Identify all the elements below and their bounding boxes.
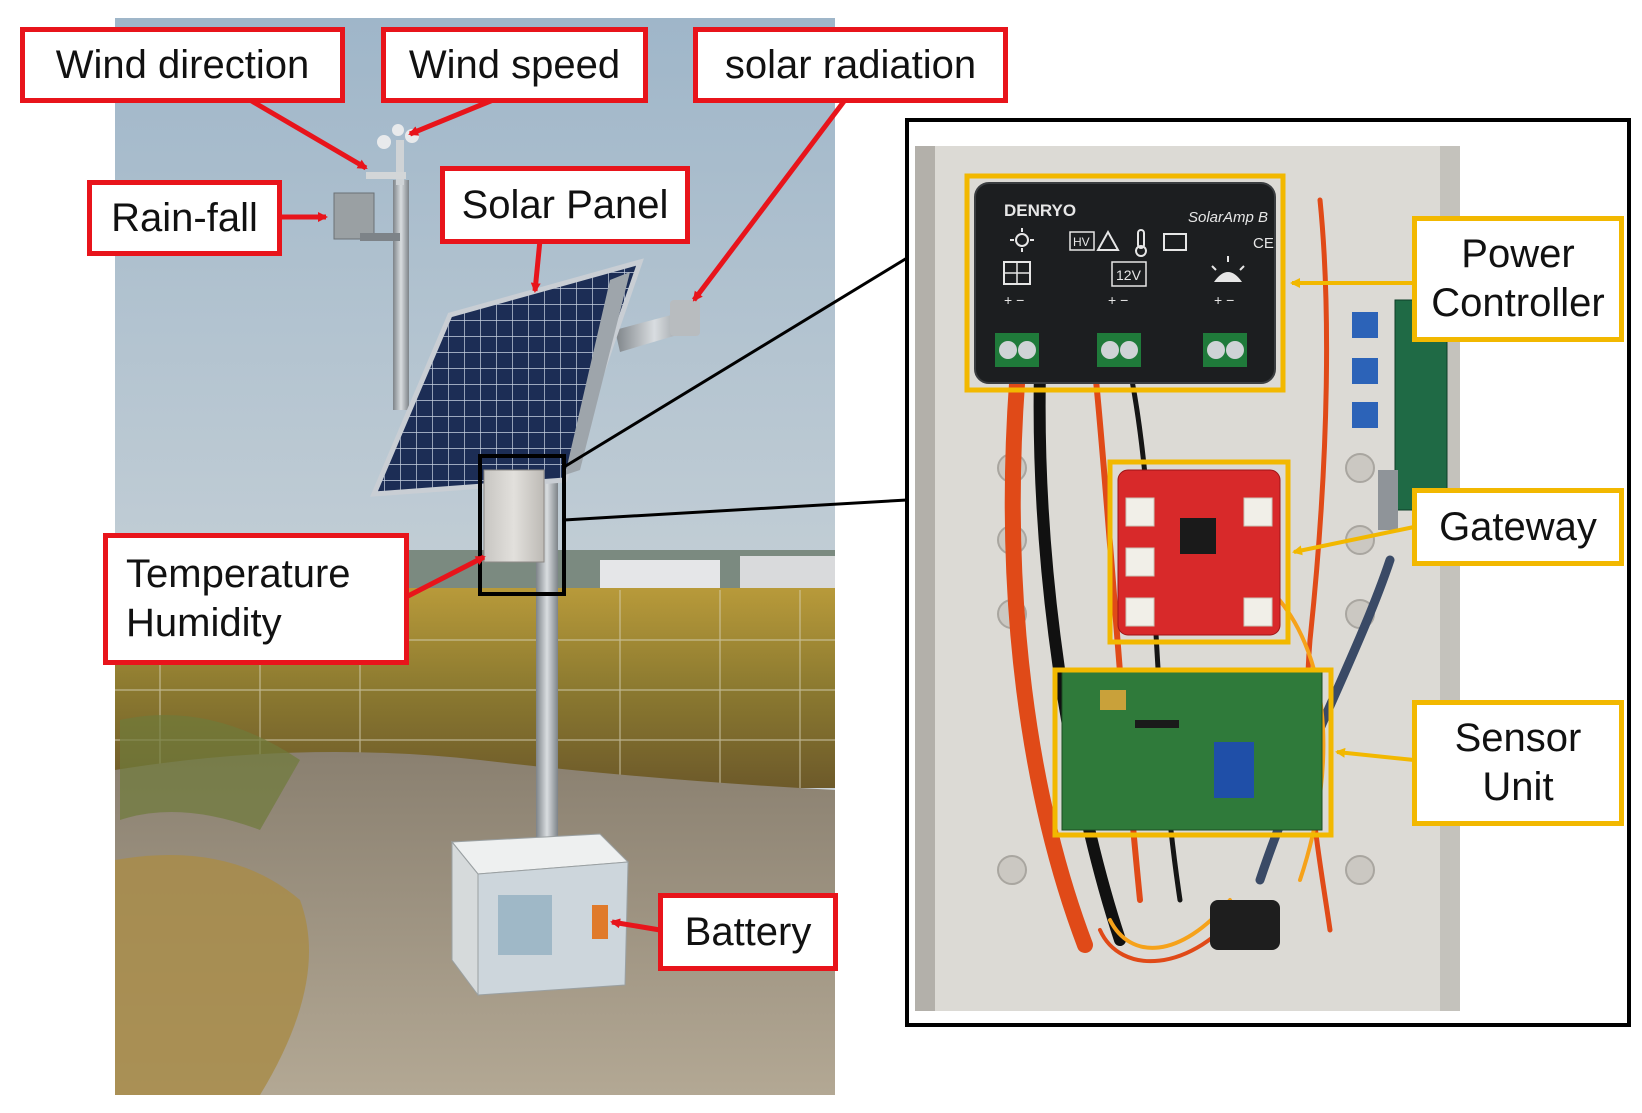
temp-humidity-enclosure bbox=[483, 469, 545, 563]
label-power-controller: Power Controller bbox=[1412, 216, 1624, 342]
main-pole bbox=[536, 470, 558, 850]
controller-voltage: 12V bbox=[1116, 267, 1142, 283]
power-controller-device: + − + − + − bbox=[974, 182, 1276, 384]
arrow-wind-speed bbox=[408, 97, 494, 137]
arrow-gateway bbox=[1292, 525, 1415, 556]
label-temperature-humidity: Temperature Humidity bbox=[103, 533, 409, 665]
cable-gland bbox=[1210, 900, 1280, 950]
zoom-line-bottom bbox=[563, 498, 908, 522]
label-gateway: Gateway bbox=[1412, 488, 1624, 566]
svg-text:+ −: + − bbox=[1214, 292, 1234, 308]
rain-gauge bbox=[333, 192, 375, 240]
lamp-icon bbox=[1211, 256, 1245, 282]
controller-hv: HV bbox=[1073, 235, 1090, 249]
battery-box bbox=[450, 833, 630, 997]
arrow-sensor-unit bbox=[1335, 747, 1415, 762]
battery-icon bbox=[1163, 233, 1187, 251]
arrow-battery bbox=[610, 918, 661, 933]
warning-bell-icon bbox=[1096, 229, 1120, 251]
label-battery: Battery bbox=[658, 893, 838, 971]
label-rain-fall: Rain-fall bbox=[87, 180, 282, 256]
gateway-board bbox=[1117, 469, 1281, 636]
controller-brand: DENRYO bbox=[1004, 201, 1076, 220]
svg-text:+ −: + − bbox=[1108, 292, 1128, 308]
label-wind-speed: Wind speed bbox=[381, 27, 648, 103]
sensor-unit-board bbox=[1061, 669, 1323, 831]
arrow-solar-panel bbox=[530, 239, 543, 293]
svg-text:+ −: + − bbox=[1004, 292, 1024, 308]
solar-panel-icon bbox=[1003, 261, 1031, 285]
sun-icon bbox=[1010, 228, 1034, 252]
arrow-solar-radiation bbox=[692, 98, 847, 302]
highlight-power-controller bbox=[964, 173, 1286, 393]
arrow-wind-direction bbox=[248, 97, 368, 171]
highlight-sensor-unit bbox=[1052, 667, 1334, 838]
thermometer-icon bbox=[1135, 229, 1147, 257]
label-wind-direction: Wind direction bbox=[20, 27, 345, 103]
label-solar-panel: Solar Panel bbox=[440, 166, 690, 244]
zoom-source-frame bbox=[478, 454, 566, 596]
zoom-line-top bbox=[563, 256, 908, 469]
sensor-mast bbox=[393, 180, 409, 410]
controller-model: SolarAmp B bbox=[1188, 209, 1268, 226]
pyranometer bbox=[615, 300, 700, 352]
controller-ce: CE bbox=[1253, 235, 1274, 252]
label-solar-radiation: solar radiation bbox=[693, 27, 1008, 103]
anemometer-icon bbox=[366, 124, 419, 185]
label-sensor-unit: Sensor Unit bbox=[1412, 700, 1624, 826]
highlight-gateway bbox=[1107, 459, 1291, 645]
arrow-temperature-humidity bbox=[406, 554, 486, 599]
